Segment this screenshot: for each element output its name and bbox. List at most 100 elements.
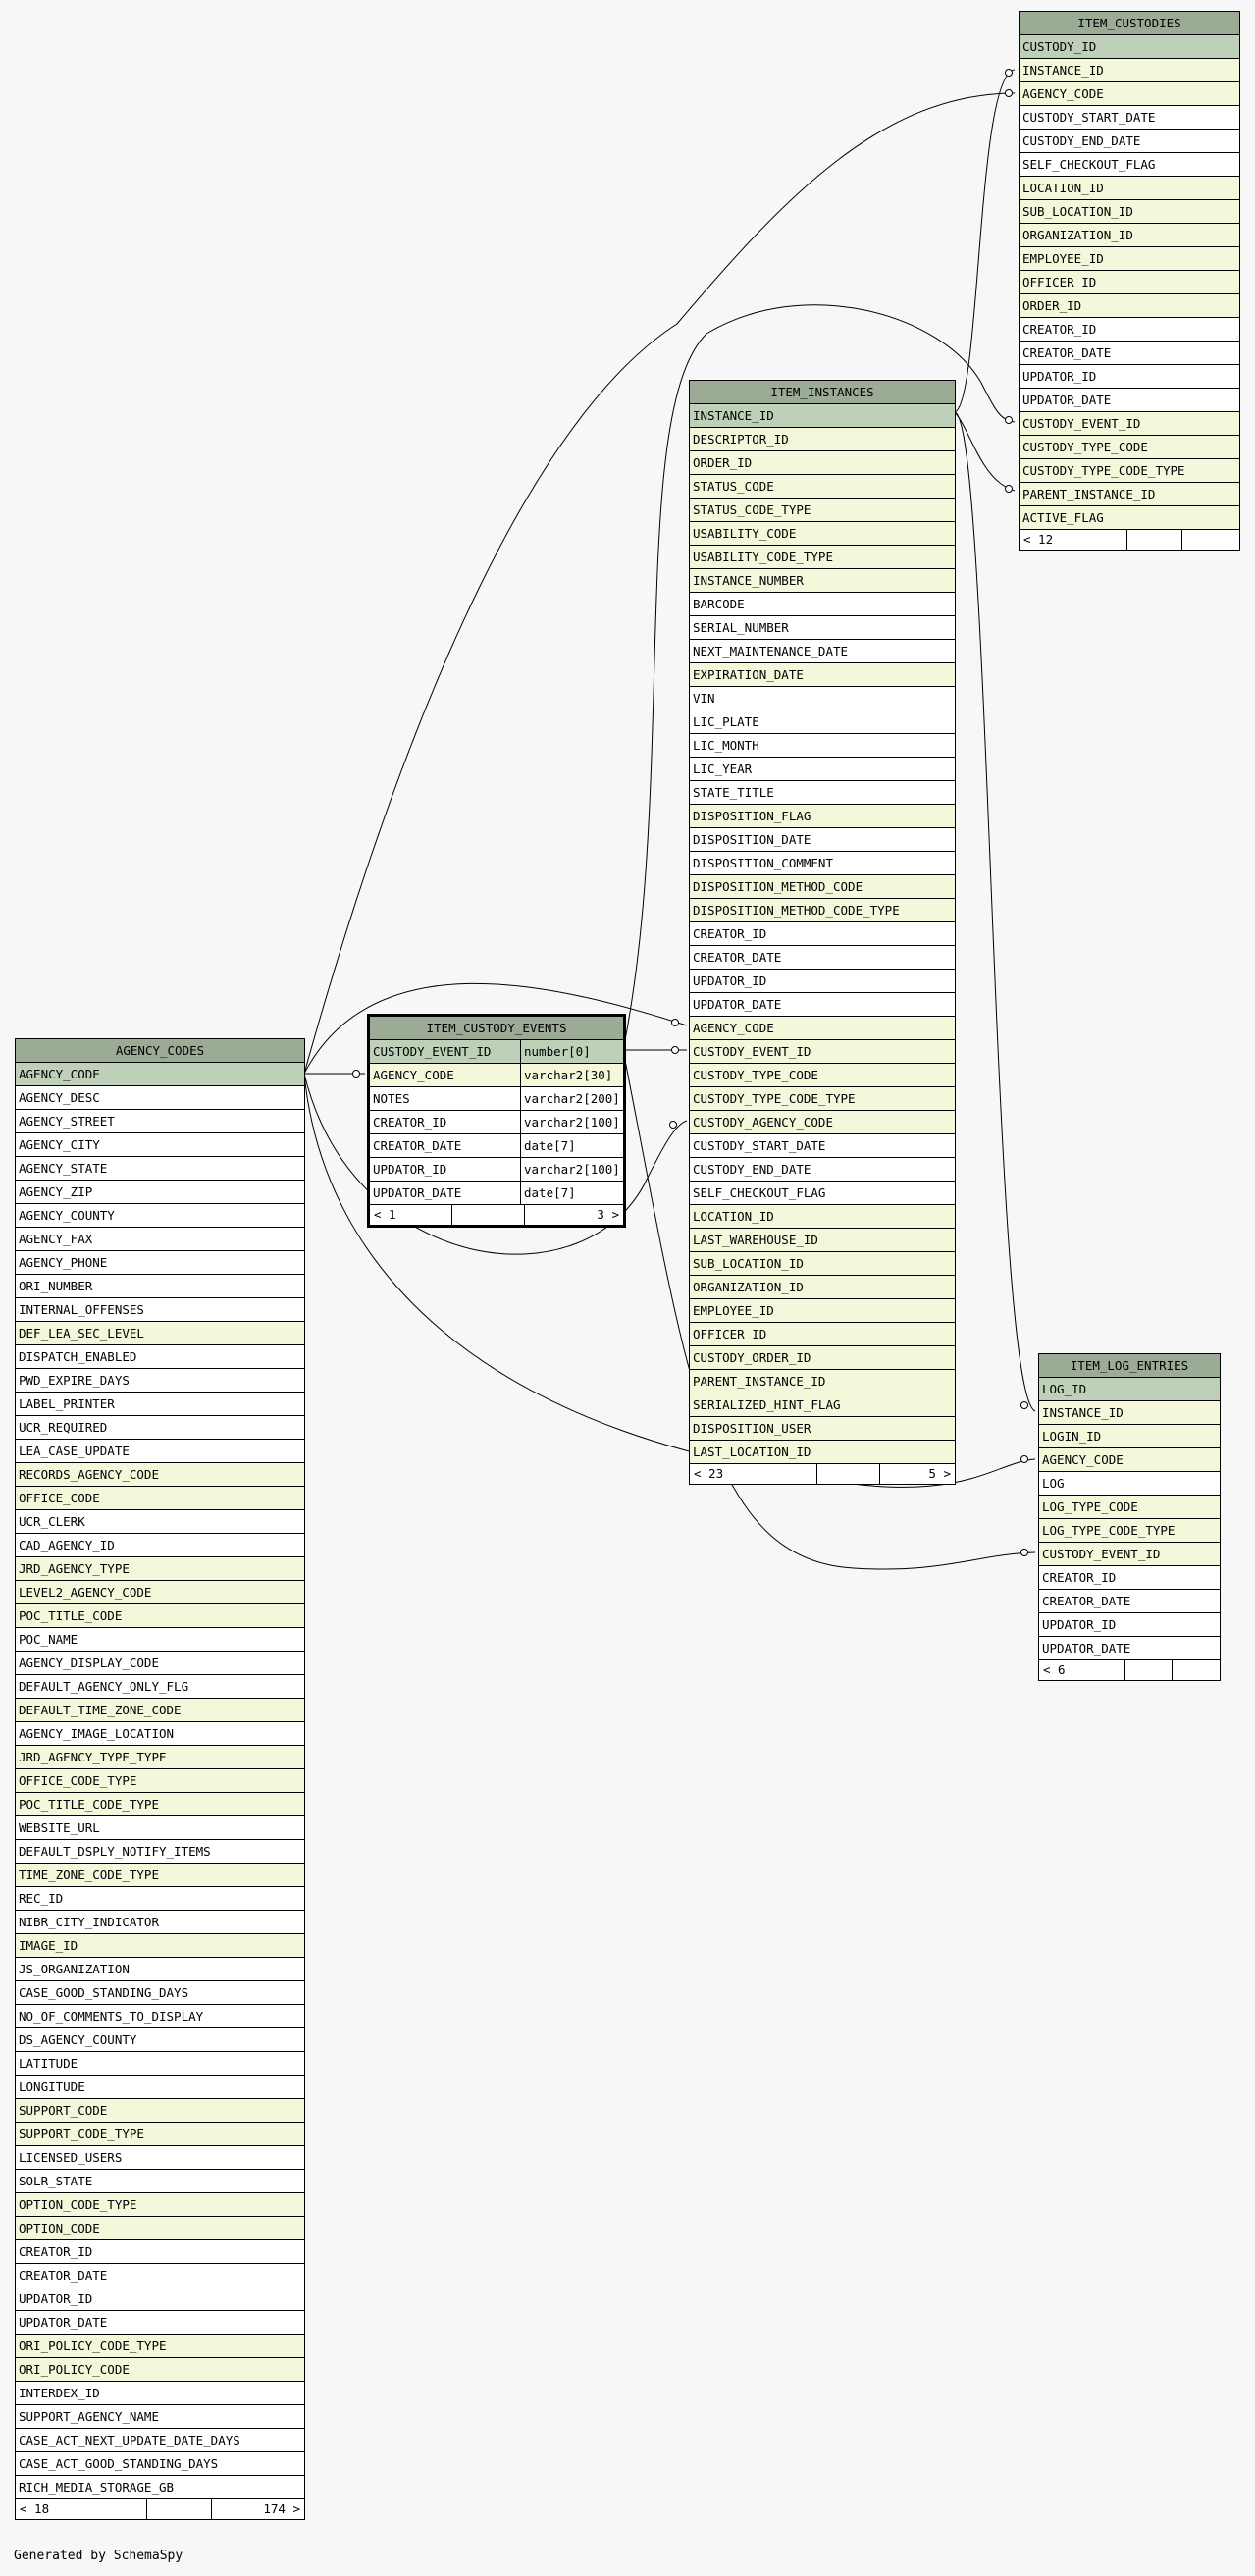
column-row[interactable]: ORGANIZATION_ID (1020, 224, 1239, 247)
column-row[interactable]: LOG_TYPE_CODE (1039, 1496, 1220, 1519)
column-row[interactable]: CUSTODY_EVENT_ID (690, 1040, 955, 1064)
column-row[interactable]: LOGIN_ID (1039, 1425, 1220, 1448)
column-row[interactable]: BARCODE (690, 593, 955, 616)
column-row[interactable]: SERIAL_NUMBER (690, 616, 955, 640)
column-row[interactable]: PARENT_INSTANCE_ID (690, 1370, 955, 1393)
column-row[interactable]: VIN (690, 687, 955, 710)
column-row[interactable]: LIC_YEAR (690, 758, 955, 781)
column-row[interactable]: CREATOR_ID (1020, 318, 1239, 342)
column-row[interactable]: CASE_ACT_NEXT_UPDATE_DATE_DAYS (16, 2429, 304, 2452)
column-row[interactable]: POC_NAME (16, 1628, 304, 1652)
column-row[interactable]: CASE_ACT_GOOD_STANDING_DAYS (16, 2452, 304, 2476)
column-row[interactable]: LOG_ID (1039, 1378, 1220, 1401)
column-row[interactable]: DS_AGENCY_COUNTY (16, 2028, 304, 2052)
column-row[interactable]: OFFICE_CODE_TYPE (16, 1769, 304, 1793)
column-row[interactable]: OPTION_CODE (16, 2217, 304, 2240)
column-row[interactable]: DISPOSITION_DATE (690, 828, 955, 852)
column-row[interactable]: STATUS_CODE_TYPE (690, 499, 955, 522)
column-row[interactable]: LICENSED_USERS (16, 2146, 304, 2170)
column-row[interactable]: STATUS_CODE (690, 475, 955, 499)
column-row[interactable]: INSTANCE_ID (1039, 1401, 1220, 1425)
column-row[interactable]: CASE_GOOD_STANDING_DAYS (16, 1981, 304, 2005)
column-row[interactable]: AGENCY_COUNTY (16, 1204, 304, 1228)
column-row[interactable]: CUSTODY_ID (1020, 35, 1239, 59)
column-row[interactable]: CUSTODY_START_DATE (690, 1134, 955, 1158)
column-row[interactable]: USABILITY_CODE (690, 522, 955, 546)
column-row[interactable]: INSTANCE_ID (1020, 59, 1239, 82)
column-row[interactable]: POC_TITLE_CODE_TYPE (16, 1793, 304, 1816)
column-row[interactable]: AGENCY_CODE (690, 1017, 955, 1040)
column-row[interactable]: CREATOR_DATE (1039, 1590, 1220, 1613)
column-row[interactable]: EMPLOYEE_ID (1020, 247, 1239, 271)
column-row[interactable]: NIBR_CITY_INDICATOR (16, 1911, 304, 1934)
column-row[interactable]: AGENCY_CITY (16, 1133, 304, 1157)
column-row[interactable]: RICH_MEDIA_STORAGE_GB (16, 2476, 304, 2499)
column-row[interactable]: AGENCY_CODE (16, 1063, 304, 1086)
column-row[interactable]: CUSTODY_AGENCY_CODE (690, 1111, 955, 1134)
column-row[interactable]: UPDATOR_ID (690, 970, 955, 993)
column-row[interactable]: JS_ORGANIZATION (16, 1958, 304, 1981)
column-row[interactable]: DISPOSITION_FLAG (690, 805, 955, 828)
column-row[interactable]: SUB_LOCATION_ID (1020, 200, 1239, 224)
column-row[interactable]: AGENCY_DISPLAY_CODE (16, 1652, 304, 1675)
column-row[interactable]: UPDATOR_DATE (16, 2311, 304, 2335)
column-row[interactable]: ACTIVE_FLAG (1020, 506, 1239, 530)
column-row[interactable]: SUB_LOCATION_ID (690, 1252, 955, 1276)
column-row[interactable]: LOG_TYPE_CODE_TYPE (1039, 1519, 1220, 1543)
column-row[interactable]: UPDATOR_DATE (690, 993, 955, 1017)
column-row[interactable]: TIME_ZONE_CODE_TYPE (16, 1864, 304, 1887)
column-row[interactable]: CREATOR_DATE (16, 2264, 304, 2287)
column-row[interactable]: SUPPORT_AGENCY_NAME (16, 2405, 304, 2429)
column-row[interactable]: WEBSITE_URL (16, 1816, 304, 1840)
column-row[interactable]: CUSTODY_ORDER_ID (690, 1346, 955, 1370)
column-row[interactable]: LIC_MONTH (690, 734, 955, 758)
column-row[interactable]: CUSTODY_TYPE_CODE (690, 1064, 955, 1087)
column-row[interactable]: AGENCY_CODE (1039, 1448, 1220, 1472)
column-row[interactable]: LOCATION_ID (690, 1205, 955, 1229)
column-row[interactable]: DEFAULT_AGENCY_ONLY_FLG (16, 1675, 304, 1699)
column-row[interactable]: AGENCY_FAX (16, 1228, 304, 1251)
column-row[interactable]: DEFAULT_DSPLY_NOTIFY_ITEMS (16, 1840, 304, 1864)
column-row[interactable]: NEXT_MAINTENANCE_DATE (690, 640, 955, 663)
column-row[interactable]: CREATOR_DATE (690, 946, 955, 970)
column-row[interactable]: DISPOSITION_COMMENT (690, 852, 955, 875)
column-row[interactable]: LOCATION_ID (1020, 177, 1239, 200)
column-row[interactable]: DEFAULT_TIME_ZONE_CODE (16, 1699, 304, 1722)
column-row[interactable]: LOG (1039, 1472, 1220, 1496)
column-row[interactable]: CUSTODY_EVENT_ID (1020, 412, 1239, 436)
column-row[interactable]: SELF_CHECKOUT_FLAG (690, 1182, 955, 1205)
column-row[interactable]: AGENCY_CODE (1020, 82, 1239, 106)
column-row[interactable]: CAD_AGENCY_ID (16, 1534, 304, 1557)
column-row[interactable]: EXPIRATION_DATE (690, 663, 955, 687)
column-row[interactable]: INSTANCE_ID (690, 404, 955, 428)
column-row[interactable]: UCR_CLERK (16, 1510, 304, 1534)
column-row[interactable]: USABILITY_CODE_TYPE (690, 546, 955, 569)
column-row[interactable]: OFFICER_ID (690, 1323, 955, 1346)
column-row[interactable]: REC_ID (16, 1887, 304, 1911)
column-row[interactable]: CUSTODY_TYPE_CODE (1020, 436, 1239, 459)
table-header[interactable]: ITEM_CUSTODY_EVENTS (370, 1017, 623, 1040)
column-row[interactable]: CREATOR_ID (16, 2240, 304, 2264)
column-row[interactable]: AGENCY_PHONE (16, 1251, 304, 1275)
column-row[interactable]: CUSTODY_TYPE_CODE_TYPE (1020, 459, 1239, 483)
column-row[interactable]: ORI_NUMBER (16, 1275, 304, 1298)
column-row[interactable]: DISPOSITION_METHOD_CODE_TYPE (690, 899, 955, 922)
table-header[interactable]: ITEM_CUSTODIES (1020, 12, 1239, 35)
column-row[interactable]: AGENCY_STATE (16, 1157, 304, 1181)
column-row[interactable]: CUSTODY_START_DATE (1020, 106, 1239, 130)
column-row[interactable]: DISPOSITION_METHOD_CODE (690, 875, 955, 899)
column-row[interactable]: LATITUDE (16, 2052, 304, 2076)
column-row[interactable]: DEF_LEA_SEC_LEVEL (16, 1322, 304, 1345)
column-row[interactable]: LAST_LOCATION_ID (690, 1441, 955, 1464)
column-row[interactable]: ORI_POLICY_CODE_TYPE (16, 2335, 304, 2358)
column-row[interactable]: SERIALIZED_HINT_FLAG (690, 1393, 955, 1417)
column-row[interactable]: OFFICER_ID (1020, 271, 1239, 294)
column-row[interactable]: DISPATCH_ENABLED (16, 1345, 304, 1369)
